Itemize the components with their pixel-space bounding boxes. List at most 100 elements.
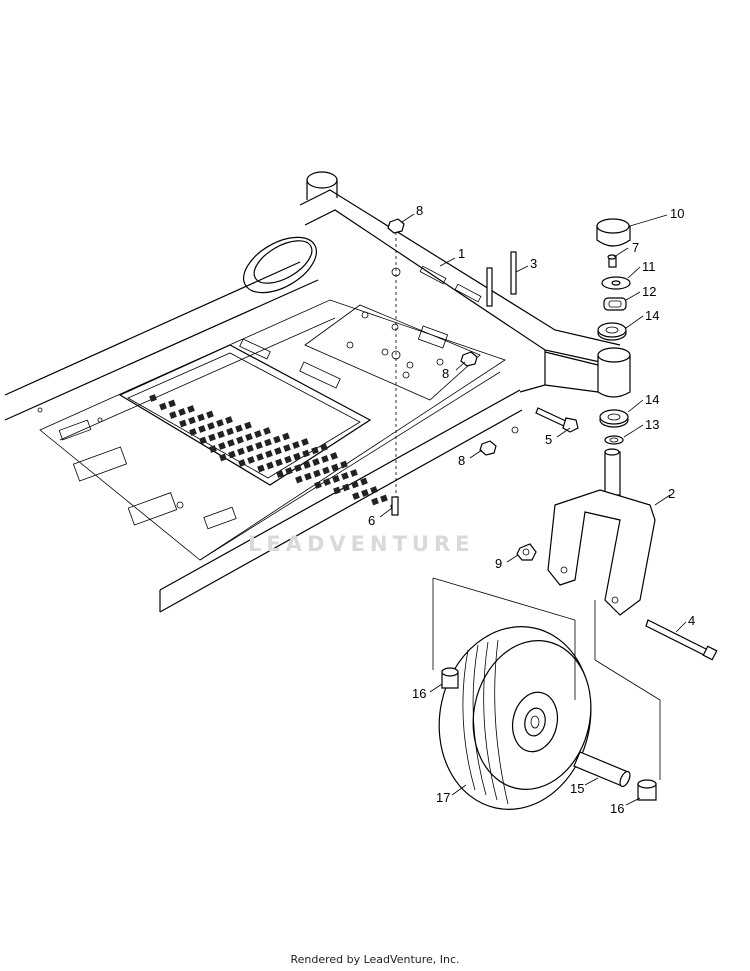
callout-2: 2 xyxy=(668,486,675,501)
step-hole xyxy=(274,447,282,455)
callout-leaders xyxy=(379,213,687,806)
step-hole xyxy=(254,430,262,438)
step-hole xyxy=(285,467,293,475)
step-hole xyxy=(227,439,235,447)
step-hole xyxy=(276,470,284,478)
step-hole xyxy=(350,469,358,477)
step-hole xyxy=(304,472,312,481)
step-hole xyxy=(244,421,252,430)
caster-assembly xyxy=(516,218,718,661)
key-washer-part-12 xyxy=(603,297,627,311)
step-hole xyxy=(293,452,301,461)
bearing-part-14-top xyxy=(597,322,627,341)
step-hole xyxy=(370,486,378,494)
step-hole xyxy=(263,427,271,435)
step-hole xyxy=(245,433,253,441)
step-hole xyxy=(266,461,274,470)
step-hole xyxy=(275,458,283,467)
step-hole xyxy=(228,450,236,459)
step-hole xyxy=(219,453,227,462)
callout-7: 7 xyxy=(632,240,639,255)
washer-part-11 xyxy=(601,276,631,290)
step-hole xyxy=(322,466,330,475)
step-hole xyxy=(216,419,224,427)
step-hole xyxy=(340,460,348,469)
step-hole xyxy=(314,481,322,489)
step-hole xyxy=(149,394,157,402)
step-hole xyxy=(225,416,233,424)
step-hole xyxy=(235,424,243,433)
step-hole xyxy=(218,442,226,450)
step-hole xyxy=(361,489,369,497)
axle-bolt-part-4 xyxy=(645,619,718,661)
callout-15: 15 xyxy=(570,781,584,796)
step-hole xyxy=(246,444,254,453)
mower-frame xyxy=(4,171,621,613)
step-hole xyxy=(380,494,388,503)
step-hole xyxy=(320,443,328,452)
step-hole xyxy=(273,435,281,444)
frame-fasteners xyxy=(387,218,579,516)
step-hole xyxy=(342,483,350,492)
step-hole xyxy=(168,399,176,408)
step-hole xyxy=(256,453,264,461)
step-hole xyxy=(178,408,186,416)
step-hole xyxy=(292,441,300,449)
callout-6: 6 xyxy=(368,513,375,528)
callout-12: 12 xyxy=(642,284,656,299)
callout-17: 17 xyxy=(436,790,450,805)
step-hole xyxy=(236,436,244,444)
step-hole xyxy=(206,410,214,419)
step-hole xyxy=(188,416,196,425)
step-hole xyxy=(247,456,255,464)
step-hole xyxy=(197,413,205,422)
step-hole xyxy=(321,455,329,463)
axle-sleeve-part-15 xyxy=(573,751,631,788)
step-hole xyxy=(313,469,321,478)
step-hole xyxy=(330,452,338,460)
bolt-part-7 xyxy=(607,254,617,268)
wheel-part-17 xyxy=(438,626,592,810)
step-hole xyxy=(294,464,302,472)
callout-8-mid: 8 xyxy=(442,366,449,381)
step-hole xyxy=(331,463,339,472)
seal-part-13 xyxy=(604,435,624,445)
step-hole xyxy=(295,475,303,484)
step-hole xyxy=(217,430,225,439)
callout-14-bottom: 14 xyxy=(645,392,659,407)
step-hole xyxy=(264,438,272,447)
step-hole xyxy=(159,402,167,411)
step-hole xyxy=(302,449,310,458)
callout-10: 10 xyxy=(670,206,684,221)
spacer-part-16-right xyxy=(637,779,657,801)
step-hole xyxy=(189,428,197,436)
callout-11: 11 xyxy=(642,259,656,274)
step-hole xyxy=(199,436,207,445)
step-hole xyxy=(311,446,319,455)
caster-fork-part-2 xyxy=(547,448,656,616)
step-plate-hole-grid xyxy=(149,394,398,511)
step-hole xyxy=(265,450,273,458)
callout-16-left: 16 xyxy=(412,686,426,701)
step-hole xyxy=(360,477,368,486)
step-hole xyxy=(208,433,216,442)
step-hole xyxy=(198,425,206,433)
step-hole xyxy=(323,478,331,486)
step-hole xyxy=(341,472,349,480)
step-hole xyxy=(169,411,177,419)
step-hole xyxy=(179,419,187,428)
step-hole xyxy=(187,405,195,413)
step-hole xyxy=(351,480,359,489)
step-hole xyxy=(332,475,340,483)
callout-1: 1 xyxy=(458,246,465,261)
callout-13: 13 xyxy=(645,417,659,432)
step-hole xyxy=(238,459,246,467)
step-hole xyxy=(284,455,292,464)
exploded-guide-lines xyxy=(432,577,661,780)
watermark: LEADVENTURE xyxy=(248,532,475,556)
callout-3: 3 xyxy=(530,256,537,271)
callout-16-right: 16 xyxy=(610,801,624,816)
step-hole xyxy=(255,441,263,450)
step-hole xyxy=(207,422,215,430)
